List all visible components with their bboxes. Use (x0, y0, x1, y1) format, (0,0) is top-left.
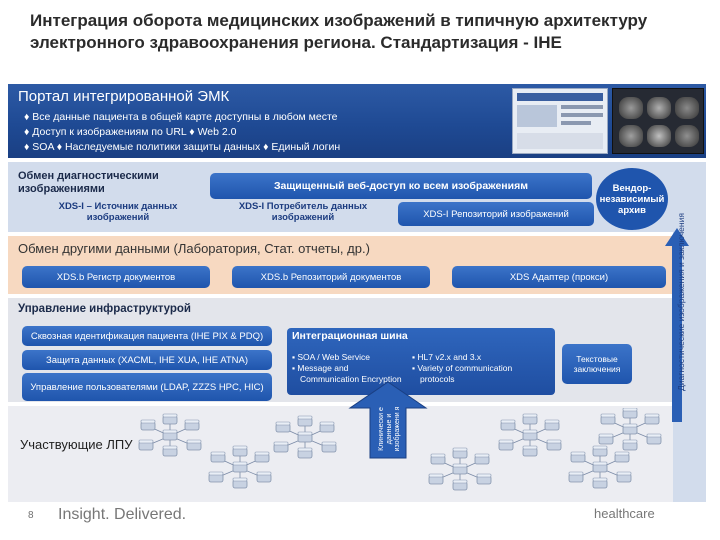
user-management-box: Управление пользователями (LDAP, ZZZS HP… (22, 373, 272, 401)
xds-i-consumer-label: XDS-I Потребитель данных изображений (238, 201, 368, 223)
bus-item-hl7: ▪ HL7 v2.x and 3.x (412, 352, 482, 362)
diagnostic-images-label-wrap: Диагностические изображения и заключения (676, 182, 700, 422)
bus-item-soa: ▪ SOA / Web Service (292, 352, 370, 362)
page-title-line-2: электронного здравоохранения региона. Ст… (30, 33, 562, 52)
patient-identification-box: Сквозная идентификация пациента (IHE PIX… (22, 326, 272, 346)
other-data-label: Обмен другими данными (Лаборатория, Стат… (18, 241, 370, 256)
diagnostic-images-label: Диагностические изображения и заключения (676, 213, 686, 391)
text-reports-box: Текстовые заключения (562, 344, 632, 384)
radiology-viewer-thumbnail (612, 88, 704, 154)
network-cluster-icon (499, 414, 561, 456)
secure-web-access-box: Защищенный веб-доступ ко всем изображени… (210, 173, 592, 199)
vendor-neutral-archive: Вендор-независимый архив (596, 168, 668, 230)
page-title: Интеграция оборота медицинских изображен… (30, 10, 700, 54)
page-title-line-1: Интеграция оборота медицинских изображен… (30, 11, 648, 30)
clinical-data-up-arrow (348, 381, 428, 459)
diagnostic-images-up-arrow (665, 228, 689, 422)
xds-i-source-label: XDS-I – Источник данных изображений (58, 201, 178, 223)
data-protection-box: Защита данных (XACML, IHE XUA, IHE ATNA) (22, 350, 272, 370)
xds-b-registry-box: XDS.b Регистр документов (22, 266, 210, 288)
participants-label: Участвующие ЛПУ (20, 437, 133, 452)
page-number: 8 (28, 510, 34, 521)
network-cluster-icon (209, 446, 271, 488)
integration-bus-title: Интеграционная шина (292, 330, 408, 342)
portal-screenshot-thumbnail (512, 88, 608, 154)
bus-item-encryption: Communication Encryption (300, 374, 402, 384)
bus-item-protocols-cont: protocols (420, 374, 455, 384)
network-cluster-icon (139, 414, 201, 456)
portal-feature-line-2: ♦ Доступ к изображениям по URL ♦ Web 2.0 (24, 126, 237, 138)
infrastructure-label: Управление инфраструктурой (18, 303, 191, 315)
participants-band (8, 406, 673, 502)
xds-adapter-box: XDS Адаптер (прокси) (452, 266, 666, 288)
network-clusters (130, 408, 670, 500)
bus-item-protocols: ▪ Variety of communication (412, 363, 513, 373)
network-cluster-icon (599, 408, 661, 450)
network-cluster-icon (569, 446, 631, 488)
imaging-exchange-label: Обмен диагностическими изображениями (18, 170, 159, 195)
network-cluster-icon (274, 416, 336, 458)
portal-feature-line-3: ♦ SOA ♦ Наследуемые политики защиты данн… (24, 141, 341, 153)
portal-feature-line-1: ♦ Все данные пациента в общей карте дост… (24, 111, 338, 123)
footer-brand: healthcare (594, 506, 655, 521)
xds-i-repository-box: XDS-I Репозиторий изображений (398, 202, 594, 226)
network-cluster-icon (429, 448, 491, 490)
xds-b-repository-box: XDS.b Репозиторий документов (232, 266, 430, 288)
bus-item-message: ▪ Message and (292, 363, 349, 373)
portal-title: Портал интегрированной ЭМК (18, 88, 230, 105)
footer-slogan: Insight. Delivered. (58, 506, 187, 523)
integration-bus-box (287, 328, 555, 395)
